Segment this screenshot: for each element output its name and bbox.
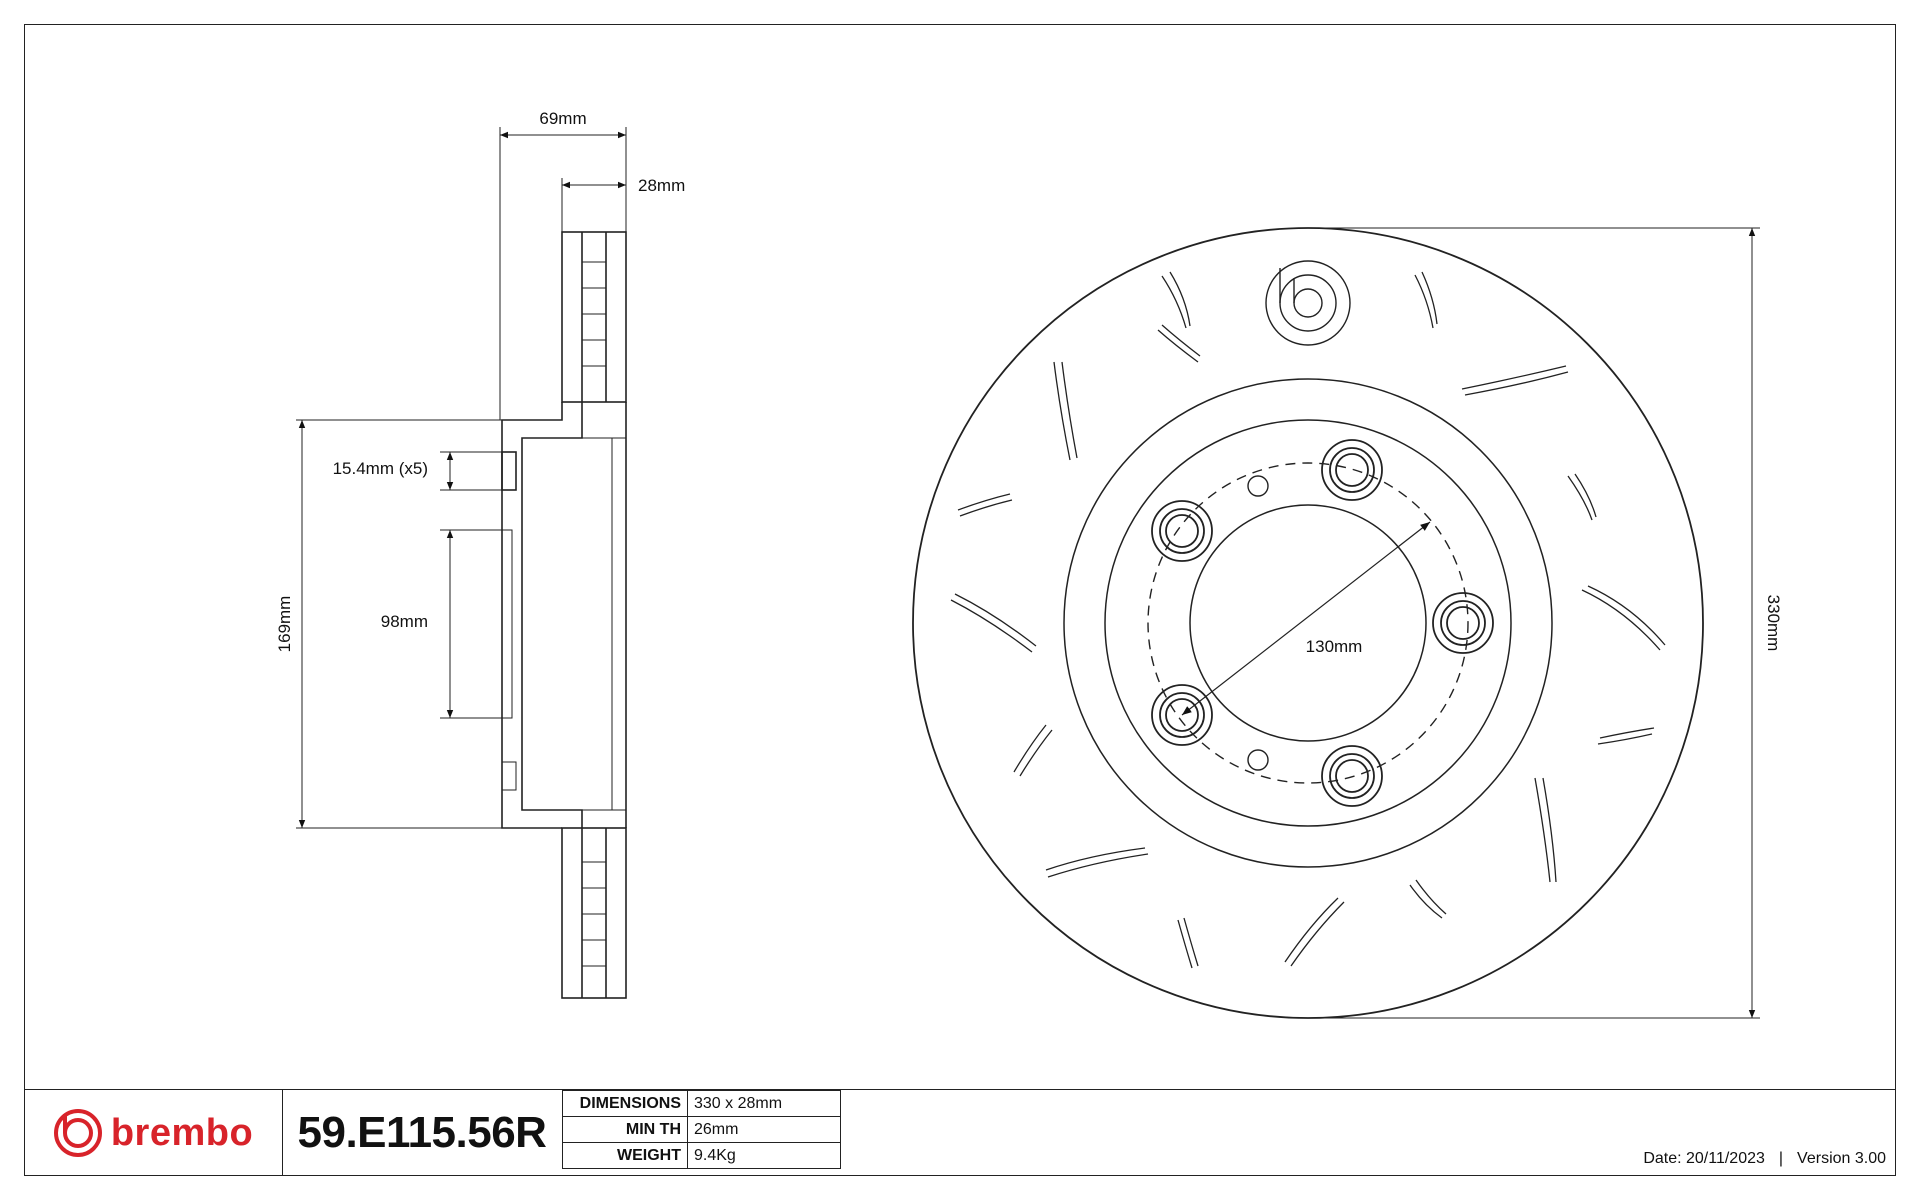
drawing-date: Date: 20/11/2023 (1643, 1150, 1765, 1167)
document-meta: Date: 20/11/2023 | Version 3.00 (1643, 1150, 1886, 1168)
front-dimensions (1181, 227, 1760, 1019)
hat-edge (1104, 419, 1512, 827)
spec-label: MIN TH (562, 1116, 688, 1143)
dim-hole-diameter: 15.4mm (x5) (333, 459, 428, 478)
locating-hole (1247, 749, 1269, 771)
upper-ring (561, 231, 627, 403)
dim-thickness: 28mm (638, 176, 685, 195)
spec-label: DIMENSIONS (562, 1090, 688, 1117)
spec-row: MIN TH 26mm (562, 1116, 841, 1143)
spec-row: DIMENSIONS 330 x 28mm (562, 1090, 841, 1117)
dim-outer-diameter: 330mm (1764, 595, 1783, 652)
bolt-hole (1432, 592, 1494, 654)
spec-value: 9.4Kg (687, 1142, 841, 1169)
drawing-version: Version 3.00 (1797, 1150, 1886, 1167)
brand-name: brembo (110, 1111, 254, 1154)
dim-hat-diameter: 169mm (275, 596, 294, 653)
spec-row: WEIGHT 9.4Kg (562, 1142, 841, 1169)
hat-outer (501, 402, 563, 829)
brand-logo: brembo (24, 1090, 283, 1176)
lower-ring (561, 827, 627, 999)
spec-value: 26mm (687, 1116, 841, 1143)
front-view (912, 227, 1704, 1019)
title-block: brembo 59.E115.56R DIMENSIONS 330 x 28mm… (24, 1089, 1896, 1176)
part-number: 59.E115.56R (297, 1108, 547, 1157)
dim-total-width: 69mm (539, 109, 586, 128)
outer-disc-edge (912, 227, 1704, 1019)
bolt-hole (1321, 745, 1383, 807)
locating-hole (1247, 475, 1269, 497)
spec-value: 330 x 28mm (687, 1090, 841, 1117)
drawing-sheet (24, 24, 1896, 1176)
side-view (501, 231, 627, 999)
bolt-hole (1321, 439, 1383, 501)
meta-separator: | (1778, 1150, 1784, 1167)
slots (950, 271, 1666, 969)
center-bore (1189, 504, 1427, 742)
side-dimensions (296, 127, 627, 829)
dim-pcd: 130mm (1306, 637, 1363, 656)
pitch-circle (1147, 462, 1469, 784)
brembo-logo-icon (53, 1109, 102, 1157)
brembo-emboss-icon (1265, 260, 1351, 346)
dim-center-bore: 98mm (381, 612, 428, 631)
spec-table: DIMENSIONS 330 x 28mm MIN TH 26mm WEIGHT… (562, 1090, 841, 1169)
bolt-holes (1151, 439, 1494, 807)
spec-label: WEIGHT (562, 1142, 688, 1169)
bolt-hole (1151, 500, 1213, 562)
friction-inner-edge (1063, 378, 1553, 868)
bolt-hole-section (501, 451, 517, 491)
